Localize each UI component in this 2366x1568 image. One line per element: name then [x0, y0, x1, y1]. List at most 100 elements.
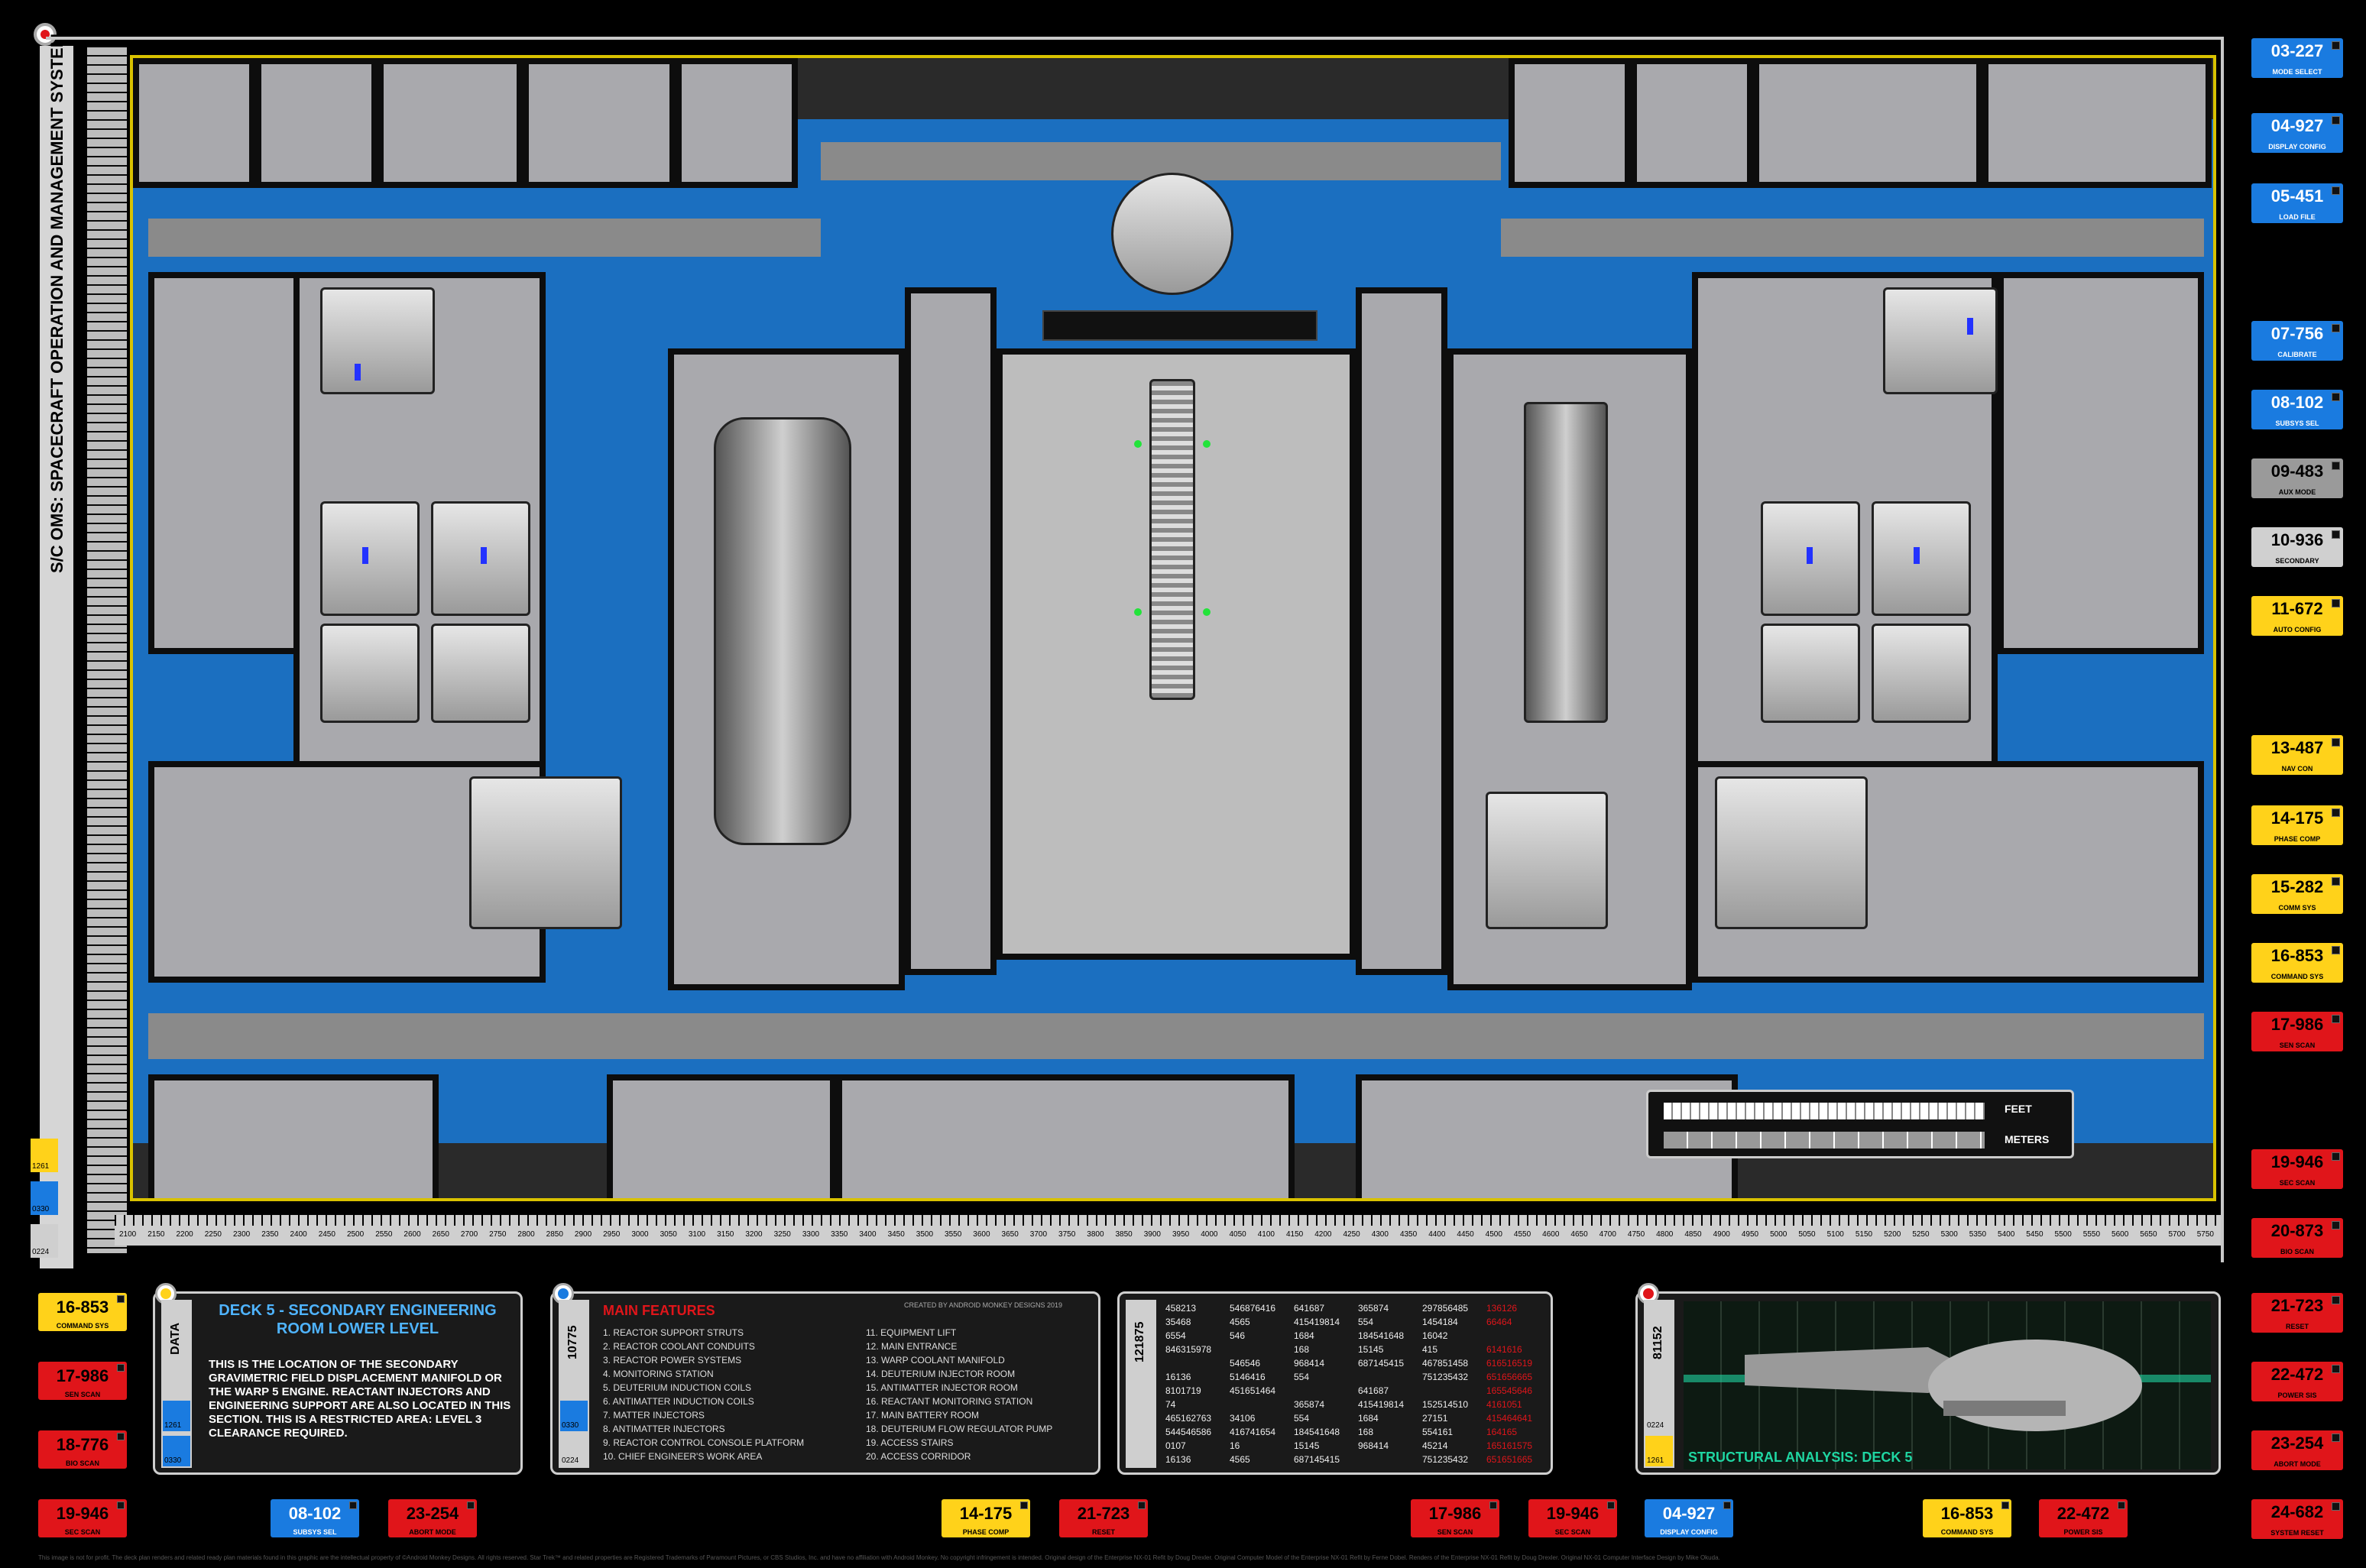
feature-item: 7. MATTER INJECTORS	[603, 1410, 705, 1421]
indicator-square	[1489, 1502, 1497, 1509]
ruler-tick-label: 2100	[119, 1230, 137, 1239]
button-code: 08-102	[2270, 393, 2324, 412]
button-label: RESET	[1091, 1528, 1115, 1536]
feature-item: 4. MONITORING STATION	[603, 1369, 714, 1379]
bottom-room-3	[836, 1074, 1295, 1198]
indicator-square	[2332, 186, 2340, 195]
ruler-tick-label: 5750	[2196, 1230, 2214, 1239]
ruler-tick-label: 4250	[1343, 1230, 1360, 1239]
top-room-1	[133, 58, 255, 188]
button-label: DISPLAY CONFIG	[1660, 1528, 1718, 1536]
left-wing-upper	[148, 272, 301, 654]
ruler-tick-label: 4300	[1371, 1230, 1389, 1239]
indicator-square	[117, 1295, 125, 1303]
structural-code-2[interactable]: 1261	[1645, 1436, 1673, 1466]
indicator-square	[2001, 1502, 2009, 1509]
button-label: COMMAND SYS	[2270, 973, 2324, 980]
ruler-tick-label: 5600	[2112, 1230, 2129, 1239]
ruler-tick-label: 5450	[2026, 1230, 2044, 1239]
button-label: SEN SCAN	[64, 1391, 101, 1398]
left-frame: S/C OMS: SPACECRAFT OPERATION AND MANAGE…	[11, 23, 127, 1276]
button-label: SYSTEM RESET	[2270, 1529, 2324, 1537]
indicator-square	[2332, 324, 2340, 332]
data-code-2[interactable]: 0330	[163, 1436, 190, 1466]
button-code: 13-487	[2270, 738, 2324, 757]
ruler-tick-label: 4050	[1229, 1230, 1246, 1239]
ruler-tick-label: 3850	[1115, 1230, 1133, 1239]
code-chip-gray[interactable]: 0224	[31, 1224, 58, 1258]
bunk-10	[1872, 624, 1971, 723]
ruler-tick-label: 3300	[802, 1230, 820, 1239]
status-light	[34, 23, 57, 46]
indicator-square	[2118, 1502, 2125, 1509]
feature-item: 15. ANTIMATTER INJECTOR ROOM	[866, 1382, 1018, 1393]
indicator-square	[2332, 946, 2340, 954]
indicator-square	[117, 1433, 125, 1440]
bunk-2	[320, 501, 420, 616]
system-title: S/C OMS: SPACECRAFT OPERATION AND MANAGE…	[47, 33, 66, 573]
structural-caption: STRUCTURAL ANALYSIS: DECK 5	[1688, 1450, 1913, 1465]
upper-corridor-right	[1501, 219, 2204, 257]
indicator-square	[2332, 877, 2340, 886]
indicator-square	[1607, 1502, 1615, 1509]
ruler-tick-label: 3350	[831, 1230, 848, 1239]
right-wing-upper	[1998, 272, 2204, 654]
button-label: BIO SCAN	[65, 1459, 99, 1467]
feature-item: 12. MAIN ENTRANCE	[866, 1341, 958, 1352]
indicator-square	[2332, 116, 2340, 125]
indicator-square	[2332, 738, 2340, 747]
data-code-1[interactable]: 1261	[163, 1401, 190, 1431]
button-code: 18-776	[56, 1435, 109, 1454]
button-code: 04-927	[1662, 1504, 1716, 1523]
feature-item: 17. MAIN BATTERY ROOM	[866, 1410, 980, 1421]
button-code: 16-853	[2270, 946, 2324, 965]
indicator-square	[2332, 1365, 2340, 1373]
ruler-tick-label: 5050	[1798, 1230, 1816, 1239]
button-label: MODE SELECT	[2272, 68, 2322, 76]
button-label: ABORT MODE	[409, 1528, 456, 1536]
battery-unit	[1486, 792, 1608, 929]
features-code-1[interactable]: 0330	[560, 1401, 588, 1431]
structural-code-1[interactable]: 0224	[1645, 1401, 1673, 1431]
indicator-square	[2332, 1152, 2340, 1161]
features-code-2[interactable]: 0224	[560, 1436, 588, 1466]
ruler-tick-label: 5700	[2168, 1230, 2186, 1239]
ruler-tick-label: 2200	[176, 1230, 193, 1239]
code-chip-yellow[interactable]: 1261	[31, 1139, 58, 1172]
button-code: 24-682	[2270, 1502, 2324, 1521]
code-chip-blue[interactable]: 0330	[31, 1181, 58, 1215]
